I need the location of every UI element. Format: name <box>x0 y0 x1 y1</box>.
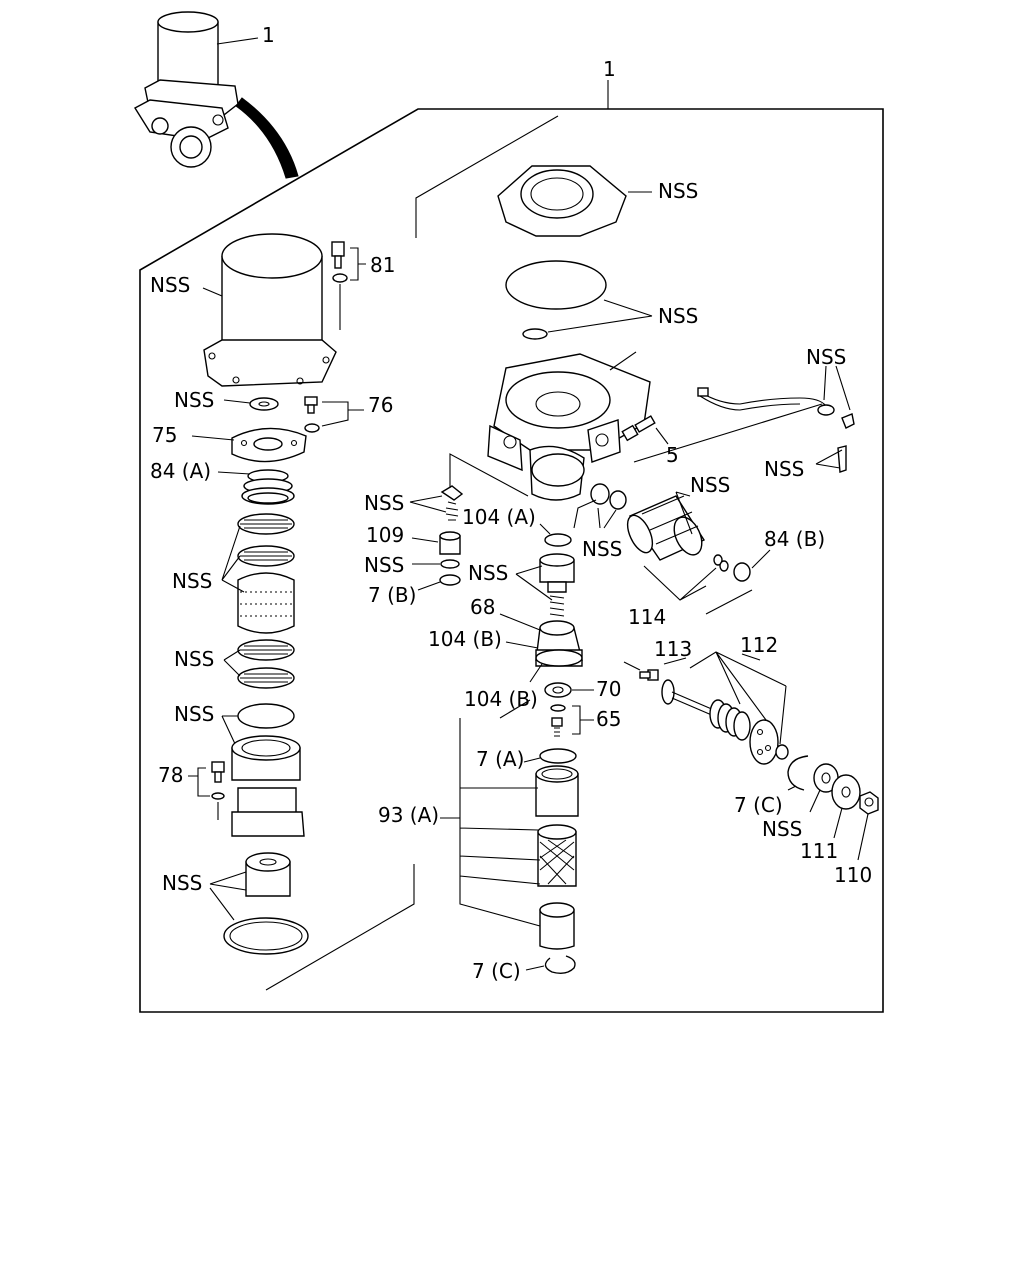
filter-screens <box>237 513 295 689</box>
cartridge-mesh <box>539 839 575 885</box>
wiring-harness <box>697 387 855 473</box>
plate-75 <box>231 427 307 463</box>
label-fitting-nss: NSS <box>582 537 622 561</box>
label-washer-111: 111 <box>800 839 838 863</box>
o-ring <box>237 703 295 729</box>
end-cap <box>539 909 575 950</box>
label-bolt-113: 113 <box>654 637 692 661</box>
label-seal-rings-nss: NSS <box>658 304 698 328</box>
washer-111 <box>831 774 861 810</box>
valve-body <box>487 353 651 501</box>
circlip-7c-right <box>787 755 809 791</box>
spring-84a <box>241 469 295 505</box>
ring-7a <box>539 748 577 764</box>
exploded-view-frame <box>139 108 884 1013</box>
label-screw-76: 76 <box>368 393 393 417</box>
label-piston-68: 68 <box>470 595 495 619</box>
screw-65 <box>550 704 566 737</box>
label-ring-nss: NSS <box>364 553 404 577</box>
bolt-81 <box>331 241 348 283</box>
plunger <box>539 553 575 617</box>
label-seat-70: 70 <box>596 677 621 701</box>
spring-112-assembly <box>661 679 789 765</box>
label-heater-5: 5 <box>666 443 679 467</box>
bolt-78 <box>211 761 225 800</box>
seat-70 <box>544 682 572 698</box>
assembly-thumbnail <box>134 11 299 179</box>
label-canister-nss: NSS <box>150 273 190 297</box>
label-ring-7b: 7 (B) <box>368 583 416 607</box>
label-washer-nss: NSS <box>174 388 214 412</box>
fitting-cluster <box>590 483 627 510</box>
label-top-cover-nss: NSS <box>658 179 698 203</box>
label-harness-nss: NSS <box>806 345 846 369</box>
screw-76 <box>304 396 320 433</box>
label-bottom-nss: NSS <box>162 871 202 895</box>
label-screw-65: 65 <box>596 707 621 731</box>
label-plunger-nss: NSS <box>468 561 508 585</box>
label-assy-93a: 93 (A) <box>378 803 439 827</box>
label-fitting-84b: 84 (B) <box>764 527 825 551</box>
small-seal-ring <box>522 328 548 340</box>
bottom-cup-and-ring <box>223 852 309 955</box>
label-nut-110: 110 <box>834 863 872 887</box>
label-oring-104b-2: 104 (B) <box>464 687 538 711</box>
valve-109-parts <box>439 485 464 586</box>
label-assembly-top: 1 <box>262 23 275 47</box>
label-valve-109: 109 <box>366 523 404 547</box>
label-oring-104a: 104 (A) <box>462 505 536 529</box>
label-clip-7c-right: 7 (C) <box>734 793 783 817</box>
label-ring-7a: 7 (A) <box>476 747 524 771</box>
top-cover <box>497 165 627 237</box>
label-assy-114: 114 <box>628 605 666 629</box>
oring-104a <box>544 533 572 547</box>
filter-cartridge-93a <box>535 765 579 887</box>
label-lower-filters-nss: NSS <box>174 647 214 671</box>
circlip-7c-bottom <box>544 955 576 975</box>
bolt-113 <box>639 669 659 681</box>
heater-5 <box>621 415 656 442</box>
seal-washer <box>249 397 279 411</box>
muffler-assembly <box>626 495 751 582</box>
screen-mesh <box>240 519 292 683</box>
lower-housing <box>231 735 305 837</box>
label-valve-nss: NSS <box>364 491 404 515</box>
label-filters-nss: NSS <box>172 569 212 593</box>
label-clip-7c-bottom: 7 (C) <box>472 959 521 983</box>
label-screws-nss: NSS <box>764 457 804 481</box>
label-spring-112: 112 <box>740 633 778 657</box>
label-oring-nss: NSS <box>174 702 214 726</box>
label-oring-104b-1: 104 (B) <box>428 627 502 651</box>
label-bolt-81: 81 <box>370 253 395 277</box>
large-seal-ring <box>505 260 607 310</box>
label-plate-75: 75 <box>152 423 177 447</box>
label-washer-nss2: NSS <box>762 817 802 841</box>
nut-110 <box>859 791 879 815</box>
label-assembly-frame: 1 <box>603 57 616 81</box>
label-spring-84a: 84 (A) <box>150 459 211 483</box>
desiccant-canister <box>203 233 337 387</box>
label-muffler-nss: NSS <box>690 473 730 497</box>
piston-68 <box>535 620 583 667</box>
label-bolt-78: 78 <box>158 763 183 787</box>
